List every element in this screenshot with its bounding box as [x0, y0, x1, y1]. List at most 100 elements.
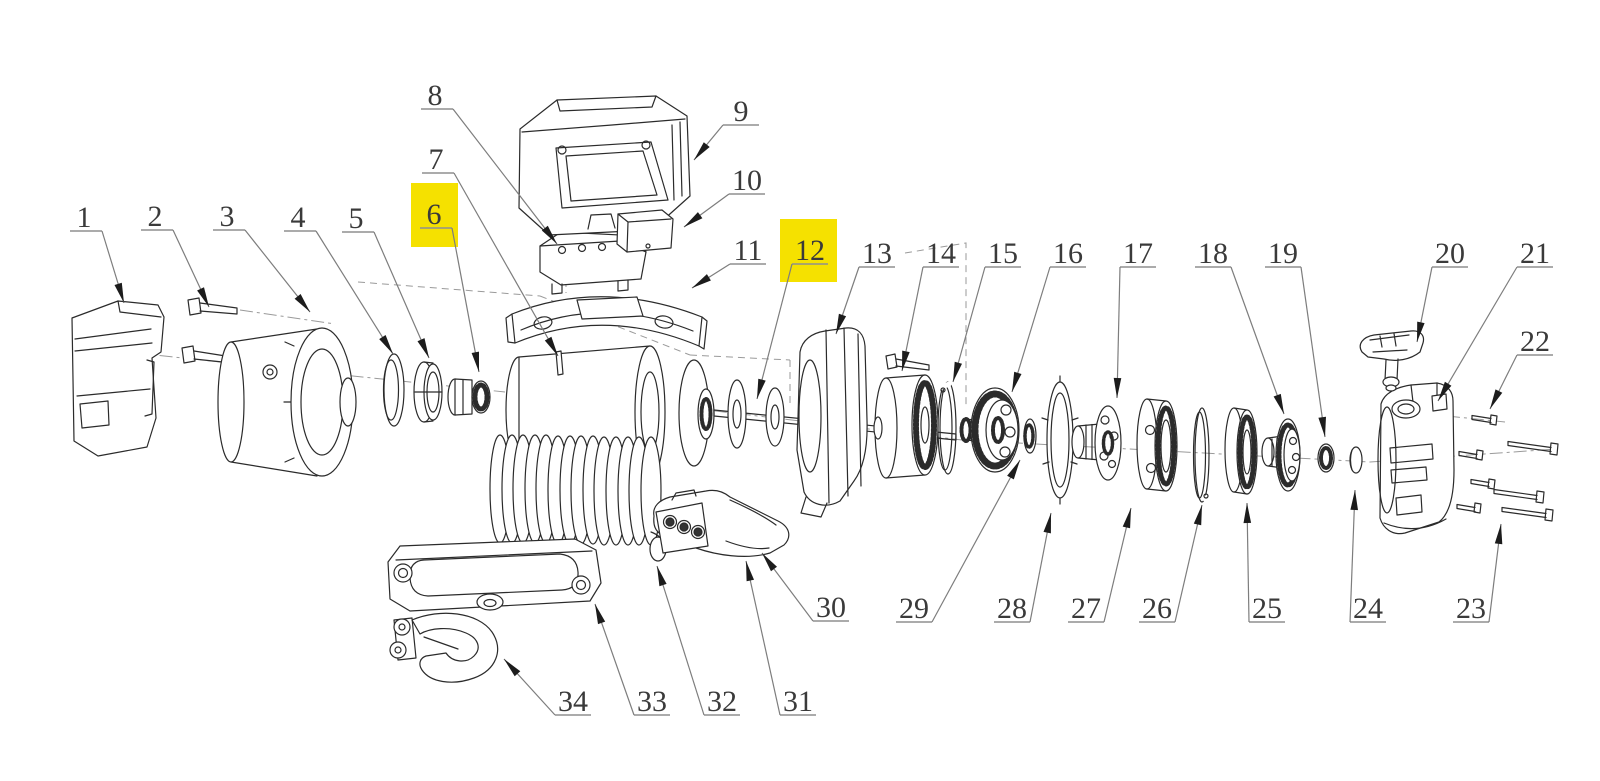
- callout-15[interactable]: 15: [952, 237, 1021, 383]
- leader-arrowhead: [197, 287, 209, 307]
- callout-1[interactable]: 1: [70, 201, 125, 304]
- callout-7[interactable]: 7: [422, 143, 559, 357]
- callout-31[interactable]: 31: [745, 560, 816, 718]
- callout-19[interactable]: 19: [1265, 237, 1326, 438]
- callout-32[interactable]: 32: [656, 565, 740, 718]
- callout-number: 11: [734, 234, 763, 267]
- callout-4[interactable]: 4: [284, 201, 394, 355]
- leader-arrowhead: [1122, 508, 1131, 529]
- callout-30[interactable]: 30: [761, 552, 849, 624]
- callout-26[interactable]: 26: [1139, 504, 1203, 625]
- leader-line: [1011, 266, 1051, 393]
- part-bearing-ring: [413, 361, 443, 423]
- leader-arrowhead: [757, 378, 766, 399]
- callout-number: 10: [732, 164, 762, 197]
- leader-arrowhead: [762, 553, 777, 572]
- part-planet-carrier-large: [959, 387, 1020, 473]
- leader-arrowhead: [684, 212, 703, 227]
- callout-number: 2: [148, 200, 163, 233]
- callout-2[interactable]: 2: [141, 200, 210, 308]
- callout-20[interactable]: 20: [1416, 237, 1468, 343]
- callout-29[interactable]: 29: [896, 459, 1021, 625]
- leader-arrowhead: [379, 335, 393, 354]
- part-hook: [389, 612, 499, 683]
- callout-number: 20: [1435, 237, 1465, 270]
- callout-number: 5: [349, 202, 364, 235]
- leader-line: [373, 231, 430, 359]
- callout-number: 28: [997, 592, 1027, 625]
- part-drum-coupling: [447, 378, 491, 416]
- callout-27[interactable]: 27: [1068, 507, 1132, 625]
- leader-line: [1116, 266, 1121, 399]
- callout-16[interactable]: 16: [1011, 237, 1086, 393]
- part-ring-gear: [1224, 407, 1258, 495]
- callout-3[interactable]: 3: [213, 200, 311, 313]
- callout-25[interactable]: 25: [1243, 502, 1286, 625]
- part-fairlead: [387, 538, 602, 612]
- rope-coil: [489, 434, 667, 562]
- callout-10[interactable]: 10: [683, 164, 765, 228]
- leader-arrowhead: [694, 142, 710, 160]
- callout-number: 9: [734, 95, 749, 128]
- callout-33[interactable]: 33: [594, 603, 670, 718]
- callout-21[interactable]: 21: [1437, 237, 1553, 402]
- leader-arrowhead: [417, 338, 429, 358]
- leader-arrowhead: [1243, 503, 1252, 524]
- callout-11[interactable]: 11: [691, 234, 766, 289]
- callout-number: 14: [926, 237, 956, 270]
- part-motor: [217, 327, 357, 477]
- leader-arrowhead: [294, 294, 310, 312]
- leader-line: [656, 565, 705, 716]
- callout-5[interactable]: 5: [342, 202, 430, 359]
- part-gear-housing: [1377, 382, 1455, 535]
- callout-number: 4: [291, 201, 306, 234]
- callout-12[interactable]: 12: [756, 219, 837, 400]
- callout-number: 16: [1053, 237, 1083, 270]
- callout-24[interactable]: 24: [1349, 489, 1386, 625]
- callout-number: 30: [816, 591, 846, 624]
- callout-22[interactable]: 22: [1489, 325, 1553, 410]
- callout-28[interactable]: 28: [994, 512, 1052, 625]
- part-brake-assembly: [873, 353, 939, 479]
- callout-number: 3: [220, 200, 235, 233]
- callout-17[interactable]: 17: [1113, 237, 1156, 399]
- callout-number: 6: [427, 198, 442, 231]
- part-shaft-washers: [727, 379, 785, 449]
- leader-arrowhead: [1193, 505, 1202, 526]
- callout-number: 13: [862, 237, 892, 270]
- leader-arrowhead: [595, 604, 606, 625]
- callout-number: 17: [1123, 237, 1153, 270]
- part-seal-ring: [382, 353, 405, 427]
- callout-18[interactable]: 18: [1195, 237, 1285, 415]
- leader-arrowhead: [114, 282, 124, 303]
- callout-number: 34: [558, 685, 588, 718]
- callout-8[interactable]: 8: [421, 79, 558, 245]
- part-ring-gear-band: [1136, 398, 1178, 492]
- leader-arrowhead: [544, 336, 558, 356]
- leader-line: [452, 108, 558, 245]
- part-housing-screws: [1456, 414, 1559, 522]
- callout-number: 19: [1268, 237, 1298, 270]
- callout-9[interactable]: 9: [693, 95, 759, 161]
- leader-arrowhead: [1007, 460, 1020, 480]
- leader-arrowhead: [1417, 321, 1425, 342]
- leader-line: [931, 459, 1021, 623]
- leader-arrowhead: [1490, 389, 1503, 409]
- artwork: [71, 95, 1559, 683]
- callout-13[interactable]: 13: [835, 237, 895, 335]
- part-drum-flange: [678, 359, 715, 467]
- part-splined-washer: [1023, 418, 1037, 454]
- callout-number: 22: [1520, 325, 1550, 358]
- callout-number: 29: [899, 592, 929, 625]
- callout-23[interactable]: 23: [1453, 523, 1503, 625]
- leader-arrowhead: [1350, 490, 1358, 511]
- leader-line: [1174, 504, 1203, 623]
- leader-arrowhead: [1438, 381, 1452, 401]
- callout-14[interactable]: 14: [901, 237, 959, 372]
- leader-line: [451, 227, 480, 373]
- callout-number: 1: [77, 201, 92, 234]
- callout-34[interactable]: 34: [503, 658, 591, 718]
- callout-6[interactable]: 6: [411, 183, 480, 373]
